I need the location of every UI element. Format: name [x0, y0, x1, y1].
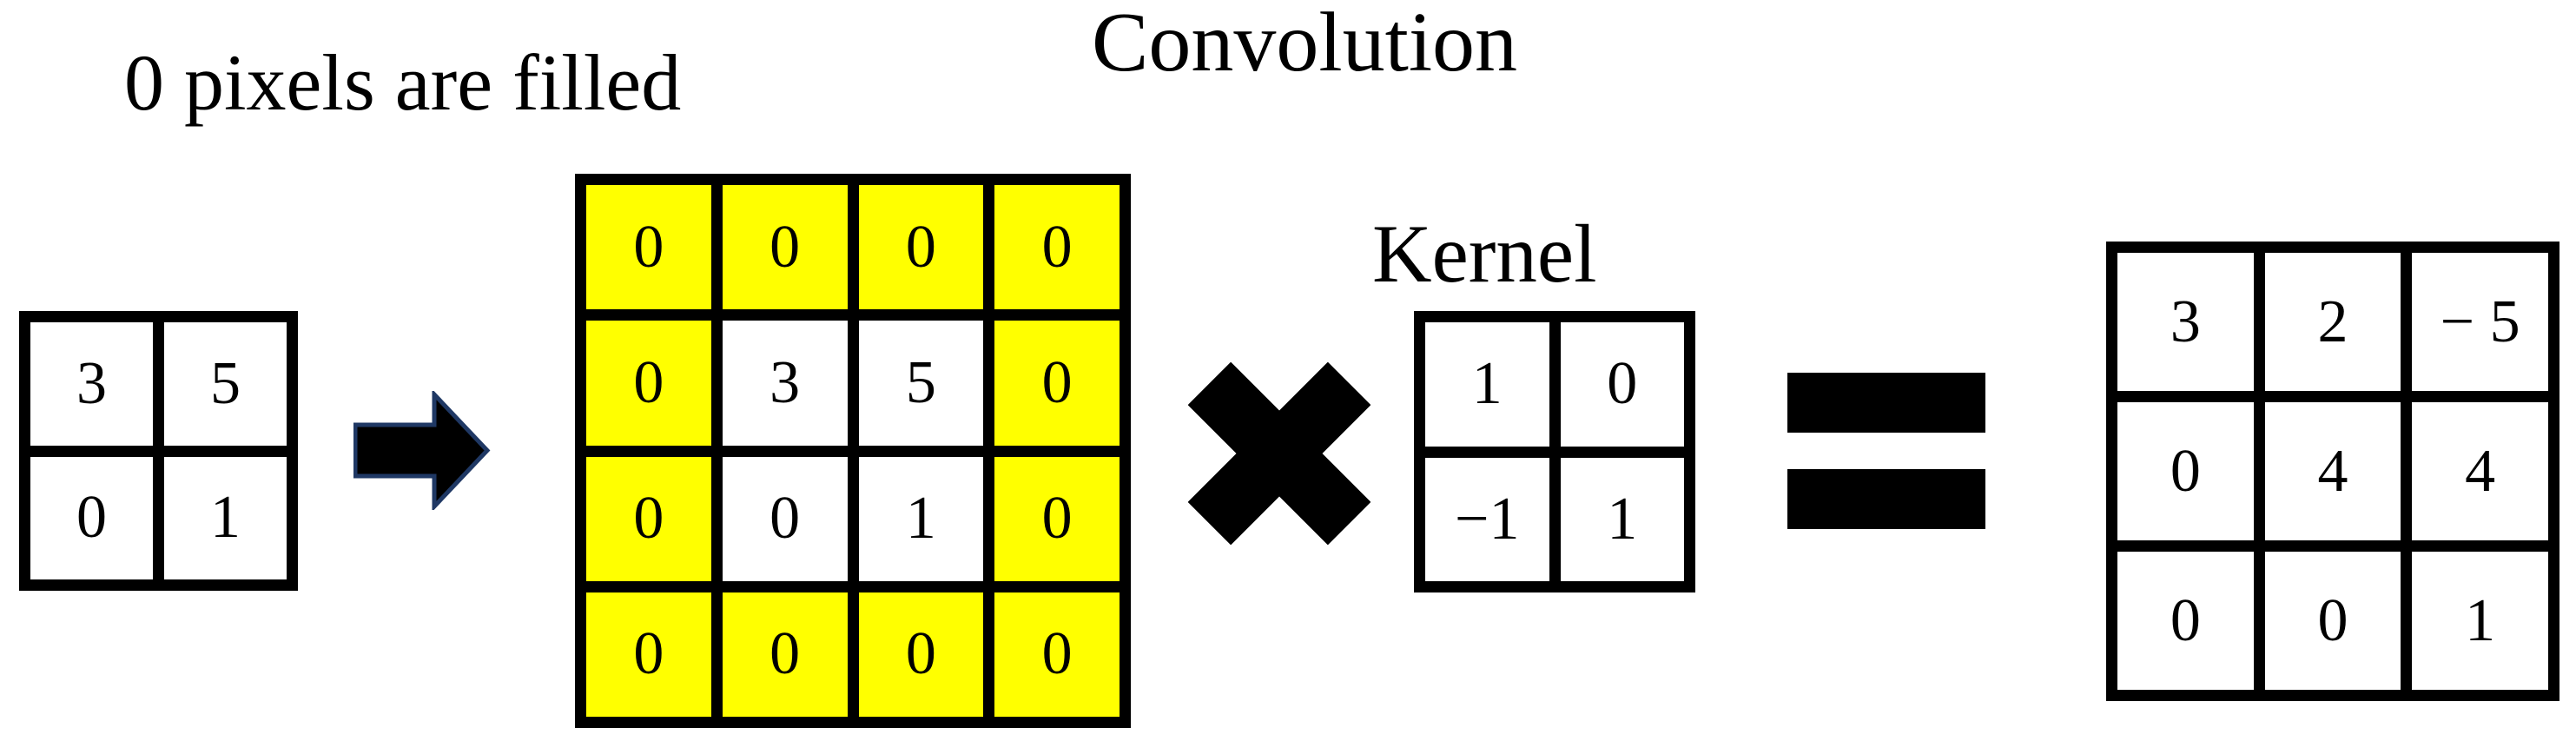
matrix-cell: −1 — [1425, 457, 1549, 581]
matrix-cell: 0 — [722, 592, 848, 717]
matrix-cell: 0 — [994, 592, 1120, 717]
equals-top-bar — [1787, 373, 1985, 433]
matrix-cell: 3 — [722, 321, 848, 446]
matrix-cell: 0 — [586, 592, 711, 717]
matrix-cell: 0 — [586, 321, 711, 446]
matrix-cell: 5 — [164, 322, 287, 446]
matrix-cell: 3 — [30, 322, 153, 446]
kernel-title: Kernel — [1372, 208, 1597, 300]
zero-padding-note-title: 0 pixels are filled — [124, 38, 682, 127]
matrix-cell: 0 — [2264, 552, 2401, 690]
matrix-cell: 0 — [858, 185, 984, 310]
matrix-cell: 5 — [858, 321, 984, 446]
equals-icon — [1787, 373, 1985, 530]
equals-bottom-bar — [1787, 469, 1985, 529]
matrix-cell: 0 — [994, 321, 1120, 446]
matrix-cell: 1 — [164, 456, 287, 579]
matrix-cell: 0 — [586, 456, 711, 581]
right-arrow-icon — [353, 391, 491, 510]
matrix-cell: − 5 — [2412, 253, 2548, 391]
multiply-icon — [1188, 362, 1371, 545]
matrix-cell: 1 — [858, 456, 984, 581]
matrix-cell: 0 — [586, 185, 711, 310]
convolution-title: Convolution — [1092, 0, 1518, 89]
matrix-cell: 0 — [722, 185, 848, 310]
matrix-cell: 4 — [2264, 402, 2401, 540]
matrix-cell: 0 — [858, 592, 984, 717]
matrix-cell: 0 — [722, 456, 848, 581]
matrix-cell: 3 — [2117, 253, 2254, 391]
matrix-cell: 0 — [994, 185, 1120, 310]
matrix-cell: 1 — [1425, 322, 1549, 447]
matrix-cell: 4 — [2412, 402, 2548, 540]
matrix-cell: 0 — [2117, 552, 2254, 690]
matrix-cell: 0 — [2117, 402, 2254, 540]
matrix-cell: 0 — [994, 456, 1120, 581]
matrix-cell: 0 — [30, 456, 153, 579]
matrix-cell: 1 — [1560, 457, 1684, 581]
matrix-cell: 1 — [2412, 552, 2548, 690]
matrix-cell: 2 — [2264, 253, 2401, 391]
matrix-cell: 0 — [1560, 322, 1684, 447]
